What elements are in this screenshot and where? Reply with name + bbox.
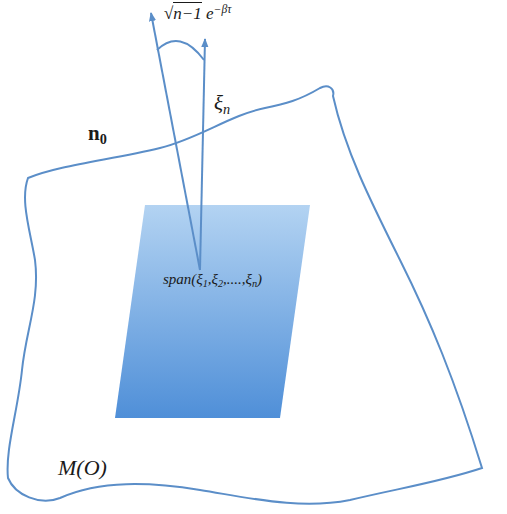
span-label: span(ξ1,ξ2,....,ξn) [163,271,262,288]
angle-arc [157,41,204,60]
manifold-name: M(O) [58,456,507,480]
tangent-plane: span(ξ1,ξ2,....,ξn) [115,205,310,418]
angle-formula: √n−1 e−βτ [164,5,231,24]
manifold-region: M(O)span(ξ1,ξ2,....,ξn) [0,70,490,514]
tangent-plane-outline [115,205,310,418]
vector-name: ξn [214,92,230,115]
normal-vector-name: n0 [88,122,107,145]
